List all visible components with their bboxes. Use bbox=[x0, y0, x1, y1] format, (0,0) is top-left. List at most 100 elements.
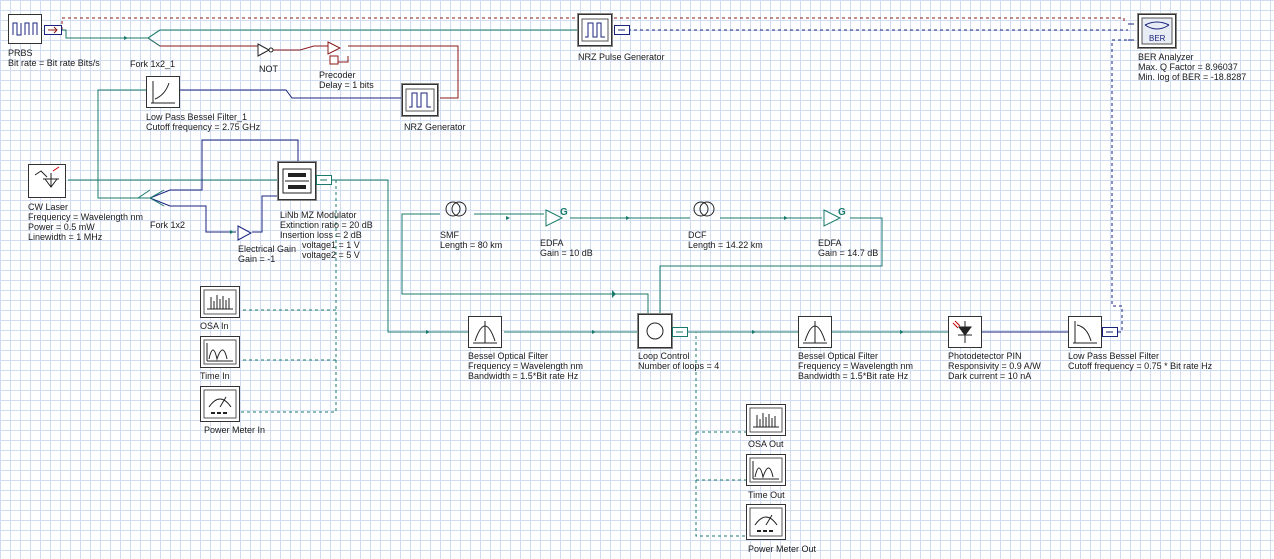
ber-analyzer[interactable]: BER bbox=[1137, 13, 1177, 49]
arrow-head bbox=[124, 36, 128, 40]
osa-in[interactable] bbox=[200, 286, 240, 318]
modulator-output-port[interactable] bbox=[316, 175, 332, 185]
edfa-gain-letter: G bbox=[838, 207, 846, 218]
edfa2-name: EDFA bbox=[818, 238, 842, 248]
cwlaser-label: CW Laser Frequency = Wavelength nm Power… bbox=[28, 202, 143, 242]
osa-out[interactable] bbox=[746, 404, 786, 436]
nrz-pulse-output-port[interactable] bbox=[614, 25, 630, 35]
mzm-insertion: Insertion loss = 2 dB bbox=[280, 230, 362, 240]
cwlaser-linewidth: Linewidth = 1 MHz bbox=[28, 232, 103, 242]
egain-label: Electrical Gain Gain = -1 bbox=[238, 244, 296, 264]
edfa1-label: EDFA Gain = 10 dB bbox=[540, 238, 593, 258]
edfa-gain-letter: G bbox=[560, 207, 568, 218]
power-meter-out[interactable] bbox=[746, 504, 786, 540]
dcf-fiber-icon[interactable] bbox=[688, 200, 722, 222]
nrzgen-name: NRZ Generator bbox=[404, 122, 466, 132]
loop-control[interactable] bbox=[637, 313, 673, 349]
lpbf-output-port[interactable] bbox=[1102, 327, 1118, 337]
bessel-optical-filter-2[interactable] bbox=[798, 316, 832, 348]
pmout-name: Power Meter Out bbox=[748, 544, 817, 554]
wire-lpbf2-ber bbox=[1100, 39, 1128, 333]
fork-1x2-icon[interactable] bbox=[136, 186, 176, 210]
lpbf1-cutoff: Cutoff frequency = 2.75 GHz bbox=[146, 122, 261, 132]
cwlaser-power: Power = 0.5 mW bbox=[28, 222, 95, 232]
bof1-frequency: Frequency = Wavelength nm bbox=[468, 361, 583, 371]
edfa-2-icon[interactable]: G bbox=[822, 206, 848, 228]
oscilloscope-icon bbox=[749, 457, 783, 483]
edfa1-gain: Gain = 10 dB bbox=[540, 248, 593, 258]
wire-fork2-mzm-top bbox=[149, 139, 299, 199]
osaout-label: OSA Out bbox=[748, 439, 784, 449]
pmin-name: Power Meter In bbox=[204, 425, 266, 435]
mzm-extinction: Extinction ratio = 20 dB bbox=[280, 220, 373, 230]
nrz-generator-icon bbox=[405, 88, 435, 112]
prbs-output-port[interactable] bbox=[44, 25, 62, 35]
port-icon bbox=[618, 29, 625, 31]
photodetector-pin[interactable] bbox=[948, 316, 982, 348]
cw-laser[interactable] bbox=[28, 164, 66, 198]
lowpass-filter-icon bbox=[151, 81, 175, 104]
loop-output-port[interactable] bbox=[672, 327, 688, 337]
arrow-head bbox=[752, 330, 756, 334]
fork2-label: Fork 1x2 bbox=[150, 220, 185, 230]
loop-name: Loop Control bbox=[638, 351, 690, 361]
arrow-head bbox=[900, 330, 904, 334]
dcf-name: DCF bbox=[688, 230, 707, 240]
cwlaser-name: CW Laser bbox=[28, 202, 69, 212]
photodiode-icon bbox=[952, 320, 972, 343]
electrical-gain-icon[interactable] bbox=[236, 224, 254, 242]
fork1-name: Fork 1x2_1 bbox=[130, 59, 176, 69]
arrow-head bbox=[626, 216, 630, 220]
lpbf2-cutoff: Cutoff frequency = 0.75 * Bit rate Hz bbox=[1068, 361, 1213, 371]
power-meter-icon bbox=[749, 507, 783, 537]
dcf-length: Length = 14.22 km bbox=[688, 240, 763, 250]
precoder-icon[interactable] bbox=[318, 38, 352, 66]
prbs-generator[interactable] bbox=[8, 14, 42, 44]
pmin-label: Power Meter In bbox=[204, 425, 265, 435]
loop-label: Loop Control Number of loops = 4 bbox=[638, 351, 719, 371]
arrow-head bbox=[230, 230, 234, 234]
ber-min-log: Min. log of BER = -18.8287 bbox=[1138, 72, 1247, 82]
edfa2-label: EDFA Gain = 14.7 dB bbox=[818, 238, 878, 258]
nrz-pulse-generator[interactable] bbox=[577, 13, 613, 47]
pd-dark-current: Dark current = 10 nA bbox=[948, 371, 1032, 381]
precoder-name: Precoder bbox=[319, 70, 356, 80]
power-meter-icon bbox=[203, 389, 237, 419]
linb-mz-modulator[interactable] bbox=[277, 161, 317, 201]
nrz-generator[interactable] bbox=[401, 83, 439, 117]
prbs-bitrate: Bit rate = Bit rate Bits/s bbox=[8, 58, 100, 68]
low-pass-bessel-filter-1[interactable] bbox=[146, 76, 180, 108]
bof2-name: Bessel Optical Filter bbox=[798, 351, 879, 361]
time-out[interactable] bbox=[746, 454, 786, 486]
not-gate-icon[interactable] bbox=[256, 42, 274, 58]
time-in[interactable] bbox=[200, 336, 240, 368]
bandpass-filter-icon bbox=[803, 321, 827, 344]
power-meter-in[interactable] bbox=[200, 386, 240, 422]
smf-fiber-icon[interactable] bbox=[440, 200, 474, 222]
port-icon bbox=[48, 26, 58, 34]
not-label: NOT bbox=[259, 64, 278, 74]
mzm-label: LiNb MZ Modulator Extinction ratio = 20 … bbox=[280, 210, 373, 260]
wire-not-precoder bbox=[272, 45, 330, 51]
egain-name: Electrical Gain bbox=[238, 244, 297, 254]
edfa1-name: EDFA bbox=[540, 238, 564, 248]
dcf-label: DCF Length = 14.22 km bbox=[688, 230, 763, 250]
fork-1x2-1-icon[interactable] bbox=[140, 26, 164, 50]
lowpass-filter-icon bbox=[1073, 321, 1097, 344]
ber-analyzer-icon: BER bbox=[1141, 17, 1173, 45]
timein-label: Time In bbox=[200, 371, 230, 381]
prbs-name: PRBS bbox=[8, 48, 33, 58]
osain-label: OSA In bbox=[200, 321, 229, 331]
ber-input-ports[interactable] bbox=[1126, 20, 1138, 44]
bessel-optical-filter-1[interactable] bbox=[468, 316, 502, 348]
pd-label: Photodetector PIN Responsivity = 0.9 A/W… bbox=[948, 351, 1041, 381]
low-pass-bessel-filter[interactable] bbox=[1068, 316, 1102, 348]
timein-name: Time In bbox=[200, 371, 230, 381]
arrow-head bbox=[784, 216, 788, 220]
bof2-label: Bessel Optical Filter Frequency = Wavele… bbox=[798, 351, 913, 381]
lpbf2-name: Low Pass Bessel Filter bbox=[1068, 351, 1160, 361]
edfa-1-icon[interactable]: G bbox=[544, 206, 570, 228]
bof1-name: Bessel Optical Filter bbox=[468, 351, 549, 361]
